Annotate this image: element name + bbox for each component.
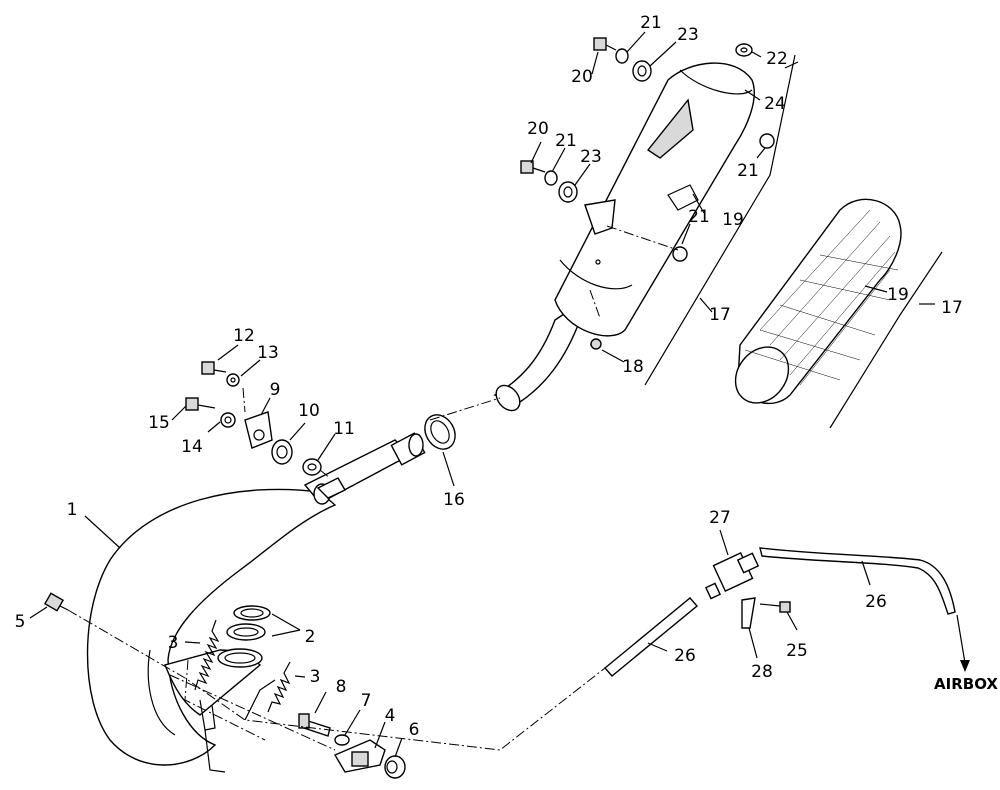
callout-22: 22 — [766, 49, 788, 69]
callout-27: 27 — [709, 508, 731, 528]
callout-25: 25 — [786, 641, 808, 661]
callout-20-top: 20 — [571, 67, 593, 87]
callout-7: 7 — [361, 691, 372, 711]
callout-15: 15 — [148, 413, 170, 433]
silencer — [493, 62, 755, 412]
silencer-packing — [734, 198, 902, 405]
callout-21-lower: 21 — [688, 207, 710, 227]
leader-lines — [29, 31, 935, 758]
callout-23-top: 23 — [677, 25, 699, 45]
callout-9: 9 — [270, 380, 281, 400]
callout-21-top: 21 — [640, 13, 662, 33]
callout-10: 10 — [298, 401, 320, 421]
bolt-5 — [43, 592, 69, 612]
callout-19-packing: 19 — [887, 285, 909, 305]
callout-28: 28 — [751, 662, 773, 682]
gaskets — [226, 605, 271, 641]
expansion-chamber — [86, 432, 426, 773]
callout-24: 24 — [764, 94, 786, 114]
rear-mount-hardware — [298, 713, 406, 779]
callout-14: 14 — [181, 437, 203, 457]
callout-4: 4 — [385, 706, 396, 726]
callout-1: 1 — [67, 500, 78, 520]
callout-17-silencer: 17 — [709, 305, 731, 325]
coupler — [424, 414, 456, 450]
callout-13: 13 — [257, 343, 279, 363]
callout-3-right: 3 — [310, 667, 321, 687]
callout-19-silencer: 19 — [722, 210, 744, 230]
callout-11: 11 — [333, 419, 355, 439]
callout-18: 18 — [622, 357, 644, 377]
callout-2: 2 — [305, 627, 316, 647]
assembly-centerlines — [67, 397, 606, 751]
callout-12: 12 — [233, 326, 255, 346]
callout-26-hose: 26 — [865, 592, 887, 612]
spring-left — [194, 619, 220, 691]
callout-21-mid: 21 — [555, 131, 577, 151]
callout-17-packing: 17 — [941, 298, 963, 318]
callout-20-mid: 20 — [527, 119, 549, 139]
silencer-top-hardware — [520, 37, 775, 350]
vent-hose-system — [603, 547, 970, 677]
callout-16: 16 — [443, 490, 465, 510]
spring-right — [267, 661, 291, 713]
bracket-lines — [644, 54, 943, 429]
callout-21-right: 21 — [737, 161, 759, 181]
callout-5: 5 — [15, 612, 26, 632]
airbox-label: AIRBOX — [934, 675, 998, 693]
callout-26-pipe: 26 — [674, 646, 696, 666]
callout-3-left: 3 — [168, 633, 179, 653]
callout-6: 6 — [409, 720, 420, 740]
callout-23-mid: 23 — [580, 147, 602, 167]
callout-labels: 1 2 3 3 4 5 6 7 8 9 10 11 12 13 14 15 16… — [15, 13, 999, 740]
callout-8: 8 — [336, 677, 347, 697]
stinger-mount-hardware — [185, 361, 322, 476]
